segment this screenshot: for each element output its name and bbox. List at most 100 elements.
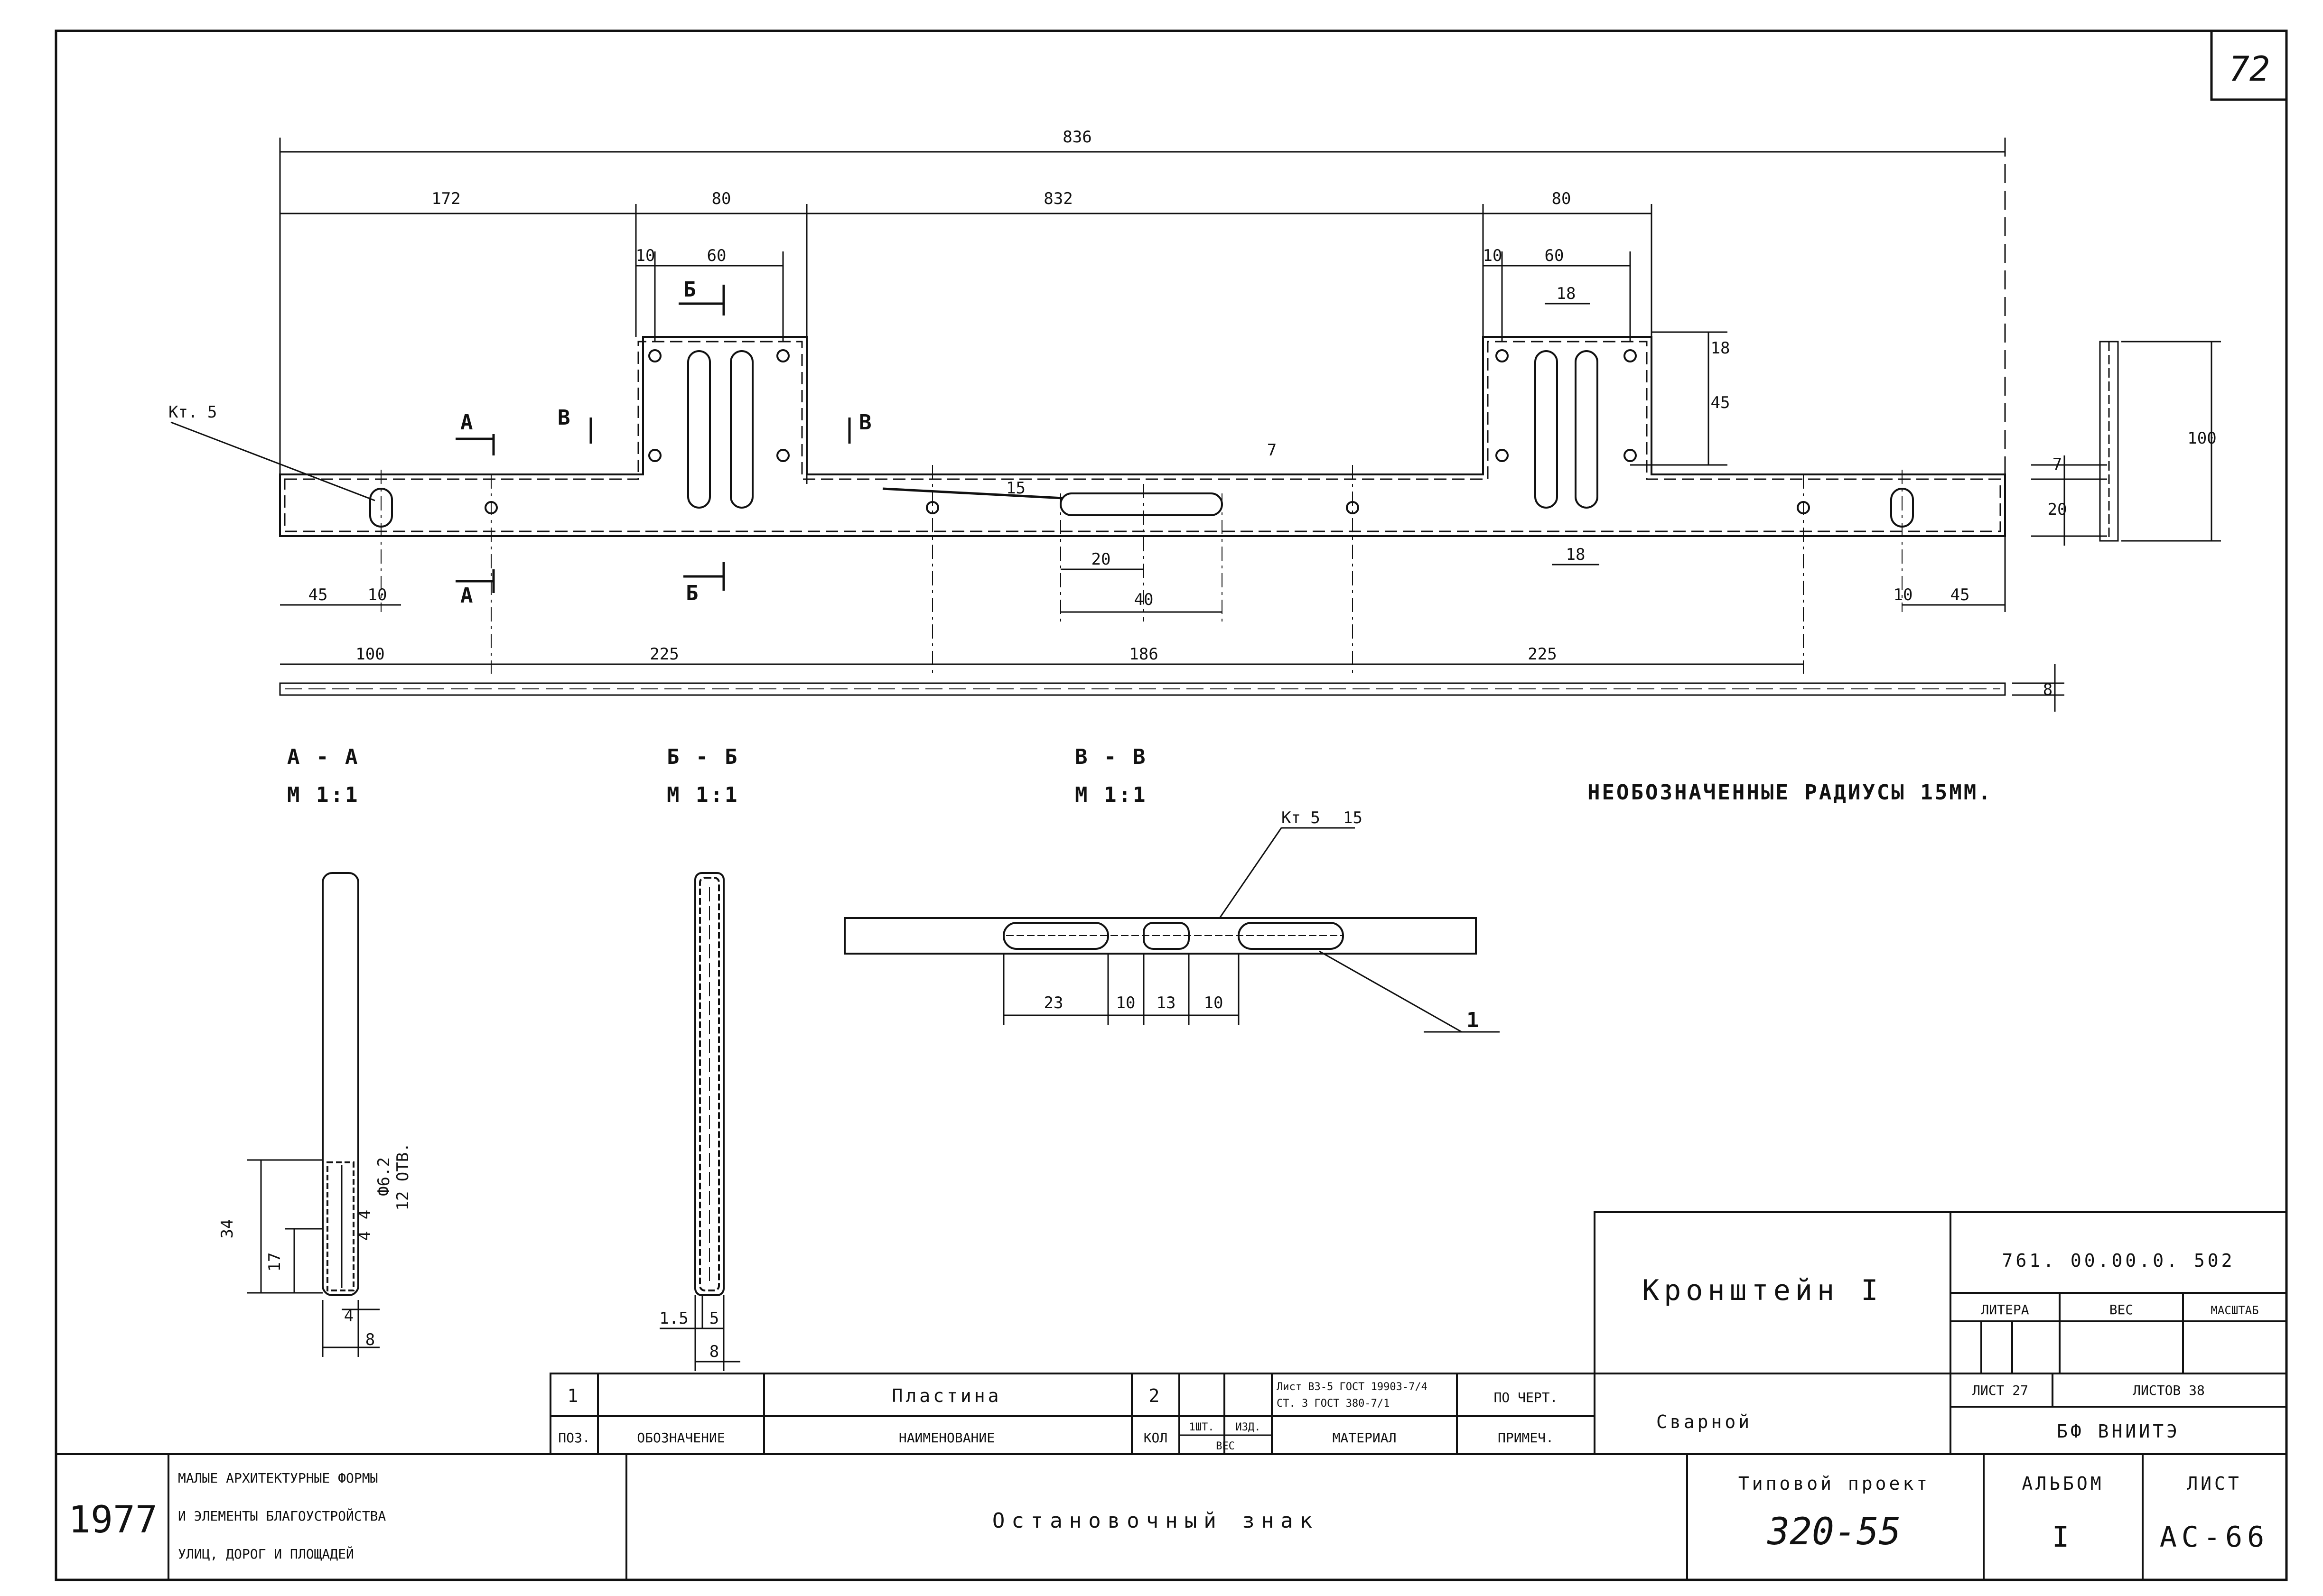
section-bb-title: Б - Б: [667, 745, 739, 769]
dim-100-right: 100: [2187, 429, 2216, 448]
footer-album-label: АЛЬБОМ: [2022, 1473, 2104, 1494]
spec-hdr-qty: КОЛ: [1144, 1430, 1168, 1446]
tb-sheets: ЛИСТОВ 38: [2133, 1383, 2205, 1398]
spec-row-note: ПО ЧЕРТ.: [1494, 1390, 1558, 1405]
edge-strip-view: [279, 664, 2064, 712]
aa-dim-8: 8: [365, 1330, 375, 1349]
dim-186: 186: [1129, 645, 1158, 664]
spec-hdr-unit-weight: 1ШТ.: [1189, 1421, 1214, 1433]
section-vv-drawing: [844, 917, 1477, 1025]
aa-hole-diameter: Ф6.2: [374, 1157, 393, 1196]
weld-label-main: Кт. 5: [168, 403, 217, 422]
centerlines: [381, 465, 1903, 674]
section-vv-title: В - В: [1075, 745, 1147, 769]
spec-hdr-name: НАИМЕНОВАНИЕ: [899, 1430, 995, 1446]
section-a-bottom: А: [460, 584, 475, 608]
drawing-frame: [55, 29, 2288, 1581]
footer-sheet-code: АС-66: [2160, 1521, 2269, 1554]
footer-album-number: I: [2052, 1521, 2074, 1554]
doc-code: 761. 00.00.0. 502: [2002, 1250, 2235, 1271]
footer-sheet-label: ЛИСТ: [2187, 1473, 2242, 1494]
section-aa-scale: М 1:1: [287, 783, 359, 807]
footer-object-name: Остановочный знак: [992, 1509, 1319, 1533]
spec-hdr-weight: ВЕС: [1216, 1440, 1235, 1452]
tb-scale: МАСШТАБ: [2211, 1304, 2258, 1317]
section-bb-drawing: [660, 872, 740, 1371]
spec-hdr-designation: ОБОЗНАЧЕНИЕ: [637, 1430, 725, 1446]
dim-10-left: 10: [368, 585, 387, 604]
footer-project-number: 320-55: [1767, 1511, 1901, 1553]
spec-row-material-1: Лист В3-5 ГОСТ 19903-7/4: [1277, 1381, 1427, 1393]
vv-dim-10b: 10: [1204, 993, 1223, 1012]
bb-dim-8: 8: [709, 1342, 719, 1361]
spec-hdr-note: ПРИМЕЧ.: [1498, 1430, 1554, 1446]
vv-dim-10a: 10: [1116, 993, 1136, 1012]
dim-80-left: 80: [712, 189, 731, 208]
footer-grid: [55, 1453, 2287, 1581]
footer-series-line-3: УЛИЦ, ДОРОГ И ПЛОЩАДЕЙ: [178, 1546, 354, 1562]
dim-225-a: 225: [650, 645, 679, 664]
dim-18-bottom: 18: [1566, 545, 1586, 564]
section-v-right: В: [859, 410, 874, 435]
footer-series-line-2: И ЭЛЕМЕНТЫ БЛАГОУСТРОЙСТВА: [178, 1508, 386, 1524]
dim-8-strip: 8: [2043, 680, 2052, 699]
section-b-bottom: Б: [686, 581, 700, 605]
dim-45-left: 45: [308, 585, 328, 604]
radius-note: НЕОБОЗНАЧЕННЫЕ РАДИУСЫ 15ММ.: [1587, 780, 1993, 805]
dim-20-slot: 20: [1092, 550, 1111, 569]
spec-row-name: Пластина: [892, 1385, 1001, 1406]
aa-dim-17: 17: [265, 1253, 284, 1272]
tb-organization: БФ ВНИИТЭ: [2057, 1421, 2180, 1442]
dim-832: 832: [1044, 189, 1073, 208]
vv-position-1: 1: [1466, 1008, 1481, 1032]
section-aa-drawing: [247, 872, 380, 1357]
aa-dim-34: 34: [218, 1219, 237, 1239]
vv-weld-label: Кт 5: [1281, 808, 1320, 827]
dim-20-right: 20: [2048, 500, 2067, 519]
dim-10-top-left: 10: [636, 246, 655, 265]
aa-dim-4a: 4: [355, 1210, 374, 1219]
part-name: Кронштейн I: [1642, 1274, 1883, 1307]
aa-dim-4c: 4: [344, 1307, 354, 1326]
spec-hdr-pos: ПОЗ.: [558, 1430, 590, 1446]
dim-45-right: 45: [1950, 585, 1970, 604]
spec-row-material-2: СТ. 3 ГОСТ 380-7/1: [1277, 1398, 1390, 1410]
dim-40-slot: 40: [1134, 590, 1154, 609]
dim-100-bottom: 100: [355, 645, 384, 664]
dim-10-top-right: 10: [1483, 246, 1502, 265]
bb-dim-5: 5: [709, 1309, 719, 1328]
tb-sheet: ЛИСТ 27: [1972, 1383, 2028, 1398]
plate-main-view: [279, 336, 2006, 537]
footer-series-line-1: МАЛЫЕ АРХИТЕКТУРНЫЕ ФОРМЫ: [178, 1470, 378, 1486]
dim-60-right: 60: [1545, 246, 1564, 265]
vv-dim-13: 13: [1157, 993, 1176, 1012]
dim-overall: 836: [1063, 128, 1092, 147]
dim-60-left: 60: [707, 246, 727, 265]
tb-litera: ЛИТЕРА: [1981, 1302, 2029, 1318]
vv-weld-length: 15: [1343, 808, 1362, 827]
section-bb-scale: М 1:1: [667, 783, 739, 807]
section-a-top: А: [460, 410, 475, 435]
aa-hole-count: 12 ОТВ.: [393, 1142, 412, 1210]
title-block-grid: [1594, 1211, 2287, 1455]
footer-project-label: Типовой проект: [1738, 1473, 1930, 1494]
side-view: [2031, 341, 2221, 546]
overall-dimension-lines: [279, 138, 2006, 484]
part-type: Сварной: [1656, 1411, 1752, 1432]
dim-80-right: 80: [1552, 189, 1571, 208]
section-vv-scale: М 1:1: [1075, 783, 1147, 807]
dim-18-top: 18: [1557, 284, 1576, 303]
section-v-left: В: [558, 406, 572, 430]
tb-weight: ВЕС: [2109, 1302, 2134, 1318]
spec-hdr-assembly: ИЗД.: [1236, 1421, 1261, 1433]
dim-172: 172: [431, 189, 460, 208]
aa-dim-4b: 4: [355, 1231, 374, 1241]
spec-hdr-material: МАТЕРИАЛ: [1333, 1430, 1397, 1446]
bb-dim-15: 1.5: [659, 1309, 688, 1328]
spec-row-pos: 1: [568, 1385, 581, 1406]
vv-dim-23: 23: [1044, 993, 1064, 1012]
bottom-dimension-lines: [280, 536, 2006, 665]
radius-15-label: 15: [1006, 479, 1026, 498]
footer-year: 1977: [68, 1499, 158, 1541]
